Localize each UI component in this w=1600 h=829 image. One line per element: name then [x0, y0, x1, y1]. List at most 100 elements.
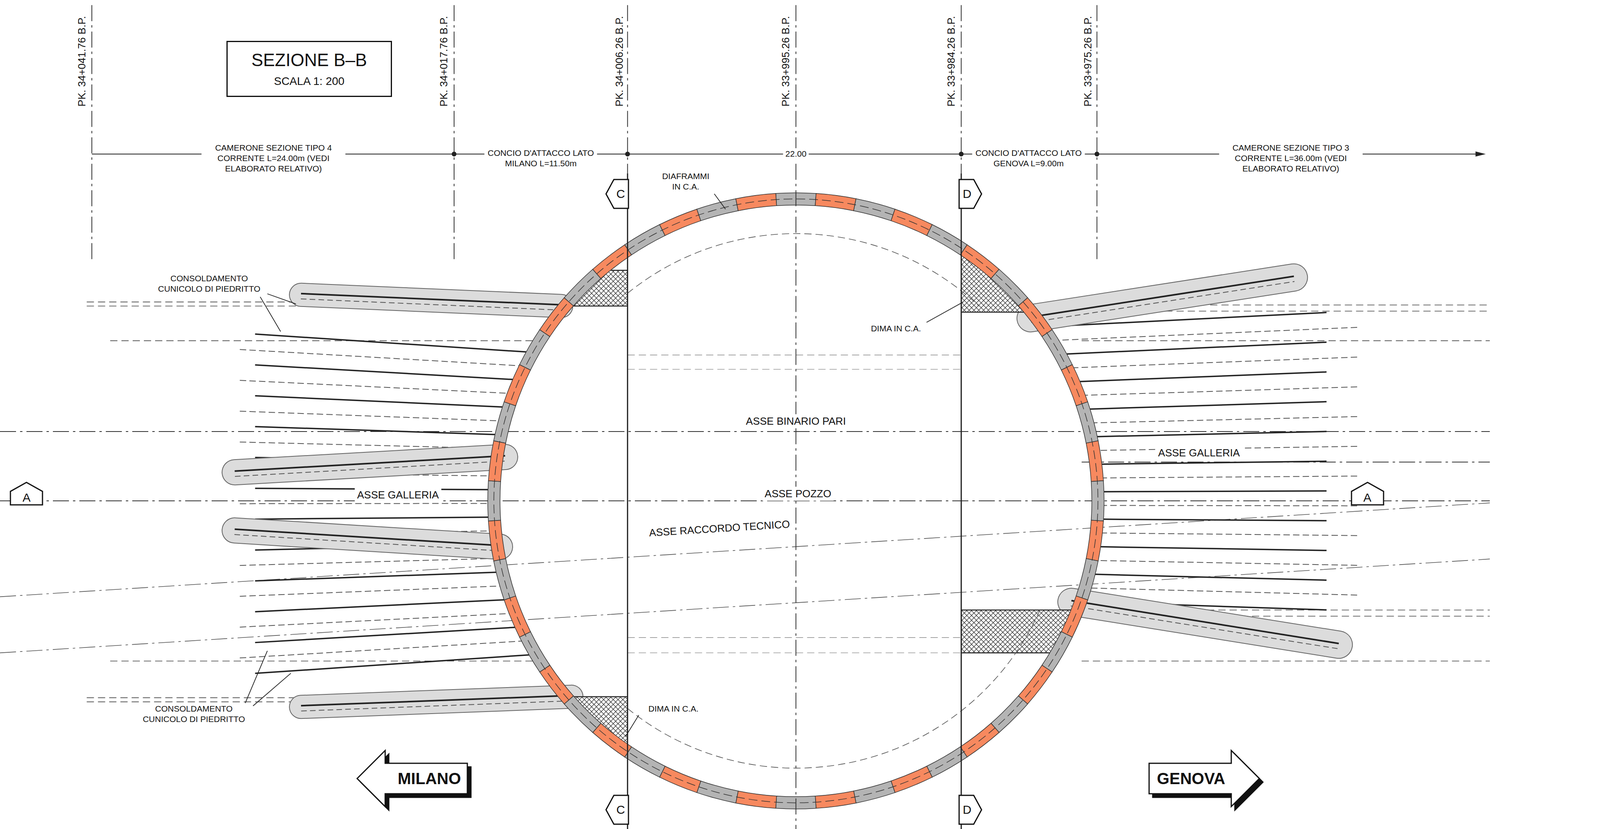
- outline-shape: [959, 179, 982, 209]
- diaphragm-panel: [1061, 595, 1088, 638]
- anchor-bolt: [1080, 371, 1327, 382]
- leader-line: [625, 715, 639, 737]
- dimension-tick: [625, 151, 631, 157]
- chainage: PK. 33+995.26 B.P.: [778, 13, 793, 110]
- band-bolt: [234, 529, 501, 546]
- section-line: [627, 5, 629, 174]
- dimension-value: 22.00: [783, 148, 810, 160]
- section-marker: C: [606, 179, 629, 209]
- tunnel-outline: [1081, 660, 1490, 662]
- title-text: SEZIONE B–B: [251, 49, 368, 71]
- anchor-bolt: [254, 395, 503, 408]
- leader-line: [260, 296, 281, 332]
- anchor-bolt: [239, 349, 520, 366]
- marker-text: MILANO: [397, 769, 461, 789]
- anchor-bolt: [1097, 431, 1327, 437]
- diaphragm-panel: [1076, 402, 1099, 444]
- diaphragm-panel: [488, 520, 506, 562]
- anchor-bolt: [1091, 588, 1358, 596]
- axis-line: [0, 503, 1490, 597]
- diaphragm-panel: [853, 198, 895, 221]
- anchor-bolt: [239, 411, 499, 421]
- axis-line: [0, 431, 1490, 433]
- axis-label: ASSE BINARIO PARI: [743, 414, 849, 429]
- band-bolt: [301, 701, 572, 712]
- diaphragm-panel: [890, 766, 933, 793]
- anchor-bolt: [1103, 519, 1327, 522]
- direction-arrow: MILANO: [357, 750, 474, 813]
- dimension-note: CONCIO D'ATTACCO LATO MILANO L=11.50m: [484, 147, 598, 170]
- anchor-bolt: [1103, 476, 1358, 479]
- consolidation-band: [234, 529, 501, 552]
- tunnel-outline: [627, 354, 962, 356]
- diaphragm-panel: [488, 440, 506, 482]
- band-fill: [1030, 277, 1294, 319]
- diaphragm-panel: [890, 209, 933, 236]
- ring-centerline: [493, 198, 1098, 803]
- tunnel-outline: [86, 301, 296, 303]
- chainage: PK. 34+041.76 B.P.: [74, 13, 89, 110]
- section-marker: D: [959, 179, 982, 209]
- band-fill: [301, 696, 572, 708]
- title-box: SEZIONE B–B SCALA 1: 200: [226, 40, 392, 97]
- band-bolt: [301, 298, 562, 311]
- chainage: PK. 33+975.26 B.P.: [1080, 13, 1095, 110]
- anchor-bolt: [1102, 533, 1358, 536]
- anchor-bolt: [254, 334, 526, 353]
- diaphragm-panel: [1061, 364, 1088, 407]
- outline-shape: [1149, 750, 1260, 807]
- anchor-bolt: [1103, 490, 1327, 492]
- marker-text: D: [962, 186, 972, 202]
- anchor-bolt: [1100, 547, 1327, 551]
- marker-text: A: [1363, 490, 1372, 506]
- leader-line: [252, 673, 291, 706]
- section-marker: A: [1351, 482, 1384, 506]
- marker-text: D: [962, 802, 972, 818]
- section-marker: D: [959, 795, 982, 825]
- tunnel-outline: [110, 660, 536, 662]
- diaphragm-panel: [696, 198, 739, 221]
- chainage: PK. 33+984.26 B.P.: [944, 13, 959, 110]
- band-bolt: [301, 293, 562, 306]
- anchor-bolt: [254, 654, 529, 674]
- diaphragm-panel: [735, 193, 777, 211]
- marker-text: GENOVA: [1157, 769, 1226, 789]
- dimension-note: CAMERONE SEZIONE TIPO 4 CORRENTE L=24.00…: [201, 141, 346, 175]
- leader-line: [267, 293, 296, 304]
- anchor-bolt: [239, 586, 500, 597]
- band-bolt: [1030, 276, 1294, 318]
- anchor-bolt: [1073, 357, 1358, 368]
- band-bolt: [234, 461, 506, 477]
- outline-shape: [226, 41, 392, 97]
- tunnel-outline: [86, 701, 296, 703]
- diaphragm-panel: [815, 791, 857, 809]
- anchor-bolt: [1104, 505, 1358, 507]
- outline-shape: [1351, 482, 1384, 506]
- diaphragm-panel: [504, 595, 531, 638]
- dimension-note: CAMERONE SEZIONE TIPO 3 CORRENTE L=36.00…: [1218, 141, 1363, 175]
- diaphragm-panel: [696, 781, 739, 804]
- anchor-bolt: [1101, 461, 1327, 465]
- tunnel-outline: [627, 652, 962, 654]
- anchor-bolt: [254, 600, 504, 613]
- leader-line: [714, 193, 726, 210]
- dimension-note: CONCIO D'ATTACCO LATO GENOVA L=9.00m: [972, 147, 1085, 170]
- chainage: PK. 34+006.26 B.P.: [612, 13, 627, 110]
- band-fill: [234, 530, 501, 548]
- anchor-bolt: [1095, 574, 1327, 581]
- leader-line: [926, 302, 964, 323]
- dimension-arrow: [1475, 151, 1486, 157]
- band-bolt: [1071, 600, 1339, 644]
- tunnel-outline: [627, 369, 962, 370]
- outline-shape: [959, 795, 982, 825]
- anchor-bolt: [239, 380, 508, 394]
- section-line: [960, 173, 962, 829]
- axis-label: ASSE RACCORDO TECNICO: [646, 517, 793, 540]
- anchor-bolt: [254, 426, 495, 435]
- band-fill: [234, 457, 506, 473]
- consolidation-band: [1030, 276, 1295, 323]
- band-outline: [234, 530, 501, 548]
- scale-text: SCALA 1: 200: [273, 74, 345, 89]
- diaphragm-panel: [1086, 440, 1104, 482]
- callout-note: CONSOLDAMENTO CUNICOLO DI PIEDRITTO: [135, 703, 252, 726]
